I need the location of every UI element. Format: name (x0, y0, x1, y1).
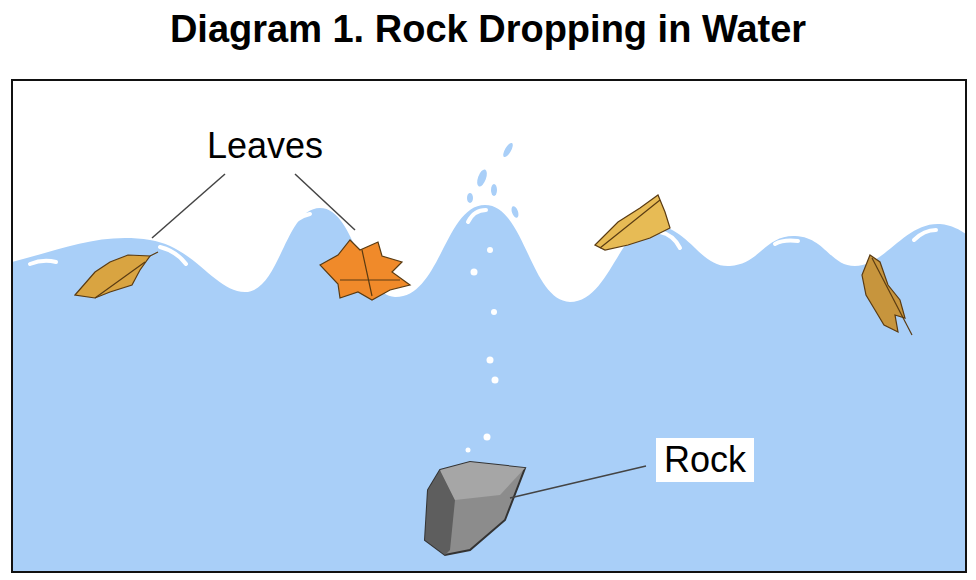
frame-border (12, 80, 966, 572)
wave-highlights (30, 210, 936, 264)
leader-lines (152, 174, 646, 498)
water-body (12, 205, 966, 572)
part-label: Leaves (207, 126, 323, 166)
splash-drops (467, 142, 520, 219)
part-label: Rock (656, 438, 754, 482)
leaves (75, 195, 912, 335)
rock (425, 462, 525, 555)
frame-ground (12, 80, 966, 572)
diagram-title: Diagram 1. Rock Dropping in Water (0, 8, 976, 51)
bubbles (466, 247, 499, 453)
